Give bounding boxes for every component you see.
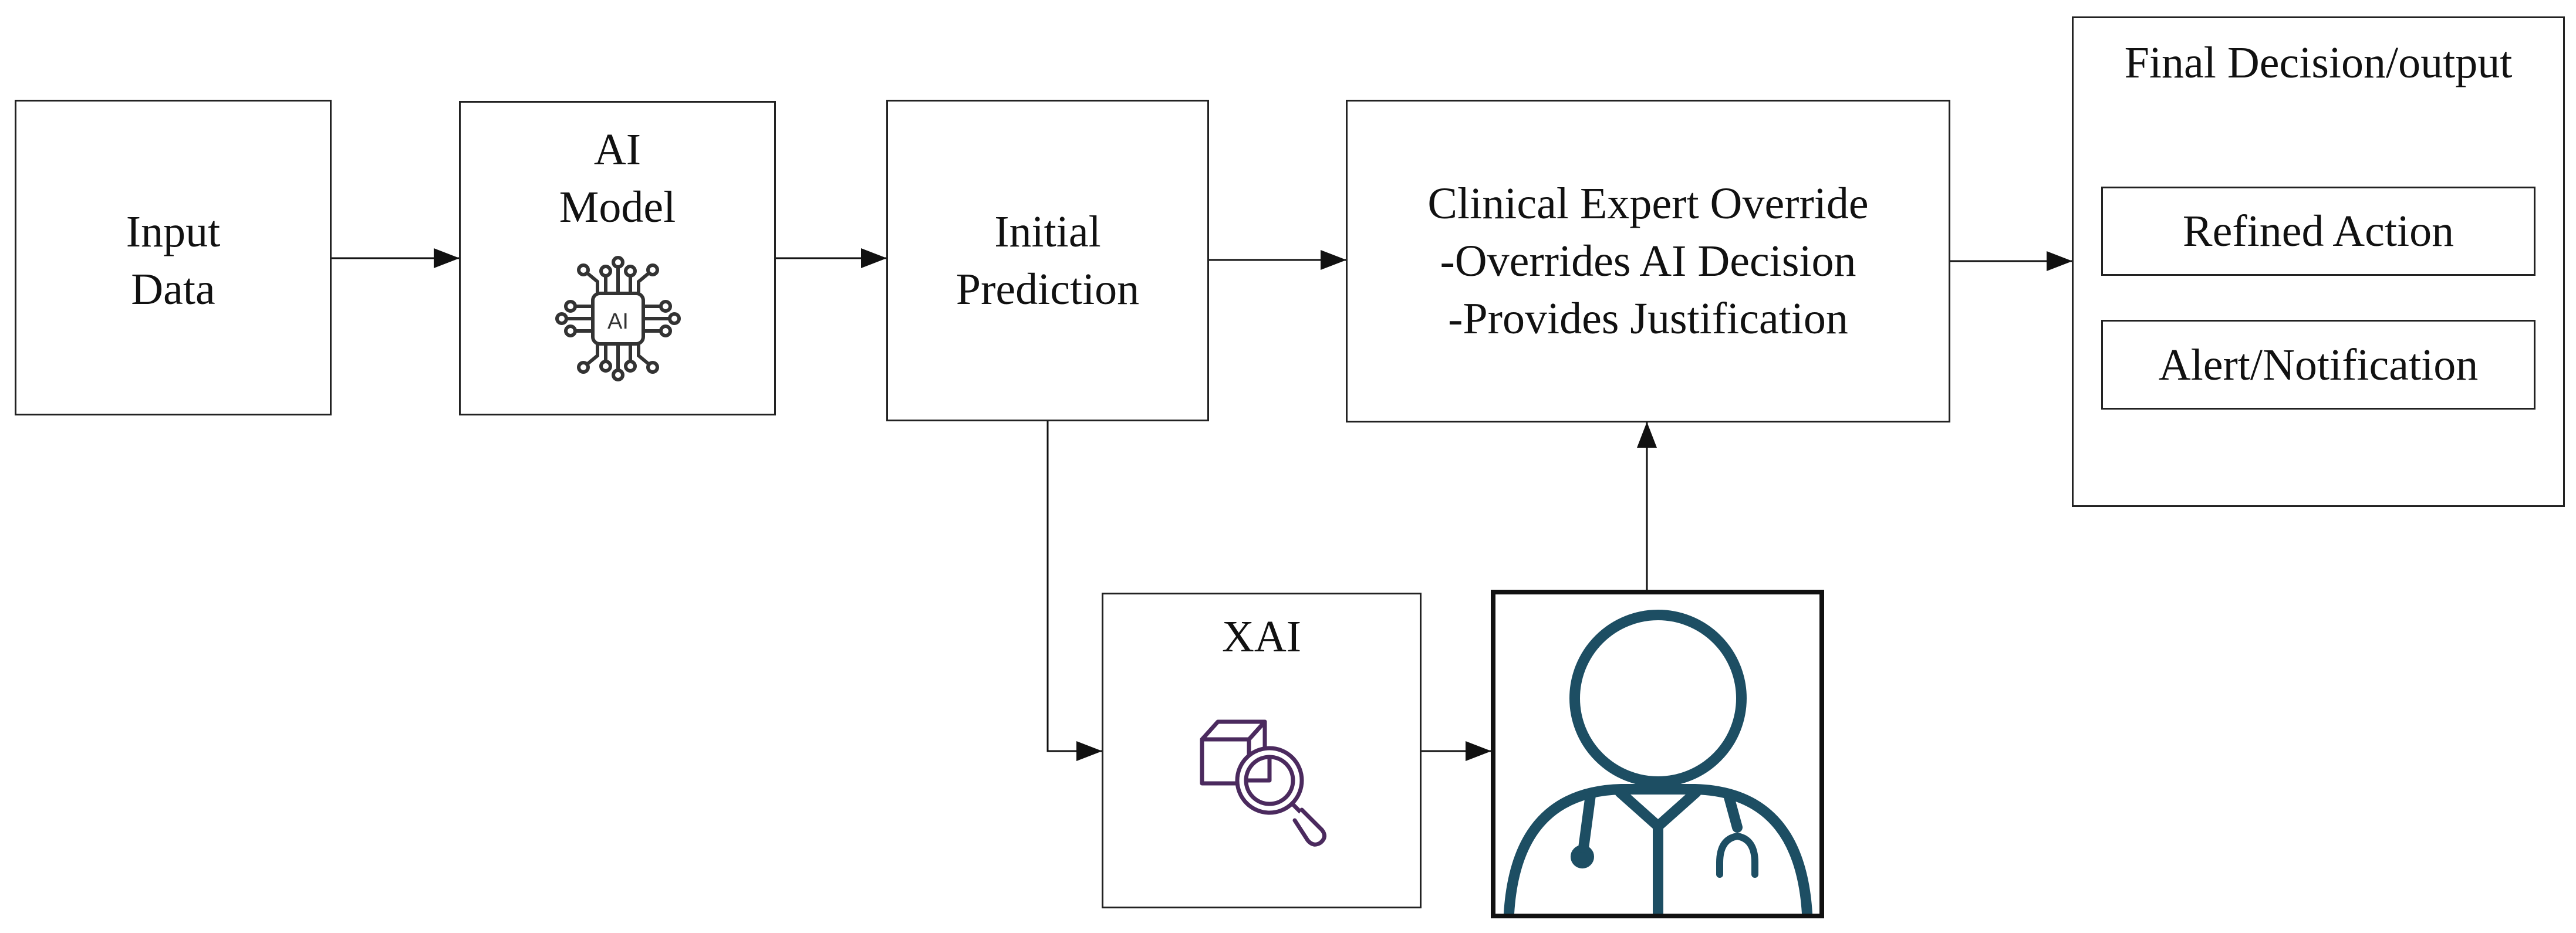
- magnifier-cube-icon: [1200, 719, 1326, 847]
- initial-prediction-box: [886, 100, 1209, 421]
- ai-model-label-line1: AI: [593, 125, 642, 174]
- connector-arrows: [332, 248, 2072, 761]
- initial-prediction-label-line2: Prediction: [956, 265, 1140, 314]
- input-data-label-line1: Input: [126, 207, 221, 256]
- ai-model-label-line2: Model: [559, 182, 676, 232]
- initial-prediction-label-line1: Initial: [994, 207, 1101, 256]
- ai-chip-icon: [555, 256, 681, 381]
- input-data-box: [15, 100, 332, 415]
- final-decision-title: Final Decision/output: [2124, 38, 2513, 87]
- override-line-overrides: -Overrides AI Decision: [1440, 236, 1856, 286]
- arrow-prediction-to-xai: [1046, 421, 1102, 761]
- clinical-expert-override-box: [1346, 100, 1950, 422]
- alert-notification-box: [2101, 320, 2536, 410]
- alert-notification-label: Alert/Notification: [2158, 340, 2479, 390]
- refined-action-label: Refined Action: [2182, 207, 2455, 256]
- refined-action-box: [2101, 187, 2536, 276]
- xai-title: XAI: [1221, 612, 1302, 661]
- ai-chip-label: AI: [607, 309, 629, 334]
- override-line-justification: -Provides Justification: [1448, 294, 1848, 343]
- input-data-label-line2: Data: [131, 265, 215, 314]
- override-title: Clinical Expert Override: [1427, 179, 1869, 228]
- doctor-icon: [1504, 610, 1812, 914]
